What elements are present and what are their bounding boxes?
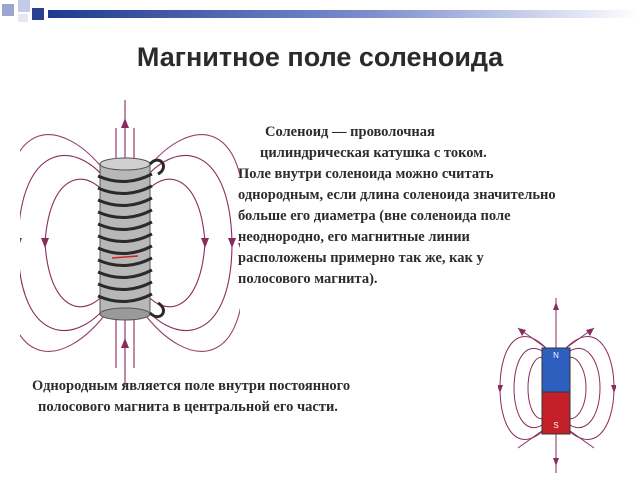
solenoid-description: Соленоид — проволочная цилиндрическая ка…	[238, 122, 558, 290]
solenoid-field-diagram	[20, 100, 240, 386]
magnet-line-2: полосового магнита в центральной его час…	[38, 399, 338, 415]
slide-title: Магнитное поле соленоида	[136, 42, 504, 72]
north-pole-label: N	[553, 351, 559, 360]
description-body: Поле внутри соленоида можно считать одно…	[238, 166, 556, 287]
magnet-description: Однородным является поле внутри постоянн…	[32, 376, 472, 418]
description-line-2: цилиндрическая катушка с током.	[260, 145, 487, 161]
bar-magnet-diagram: N S	[498, 298, 616, 473]
header-decoration	[2, 0, 640, 22]
south-pole-label: S	[553, 421, 558, 430]
magnet-line-1: Однородным является поле внутри постоянн…	[32, 378, 351, 394]
description-line-1: Соленоид — проволочная	[265, 124, 435, 140]
